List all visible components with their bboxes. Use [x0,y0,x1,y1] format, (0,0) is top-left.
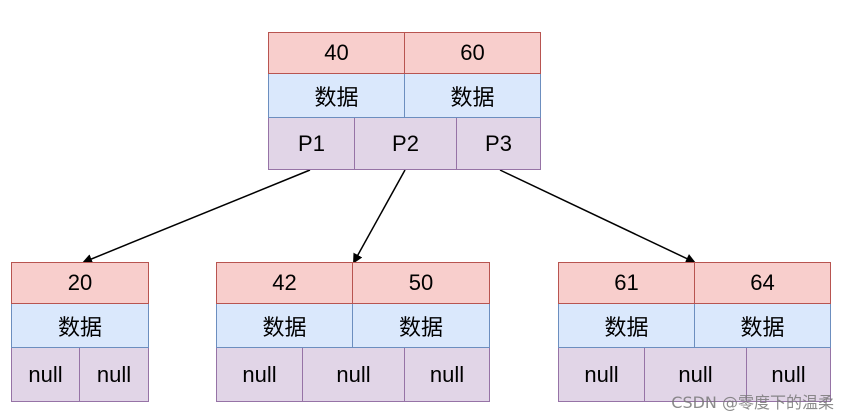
child-node-61-64: 61 64 数据 数据 null null null [558,262,831,402]
child1-key-1: 20 [11,262,149,304]
child2-key-1: 42 [216,262,353,304]
child3-pointer-3: null [747,348,831,402]
root-pointer-p1: P1 [268,118,355,170]
edge-p3-to-node-61-64 [499,169,696,264]
root-node: 40 60 数据 数据 P1 P2 P3 [268,32,541,170]
child3-pointer-1: null [558,348,645,402]
child3-key-1: 61 [558,262,695,304]
child-node-20: 20 数据 null null [11,262,149,402]
child3-data-2: 数据 [695,304,831,348]
child1-data-1: 数据 [11,304,149,348]
edge-p1-to-node-20 [82,169,311,264]
root-data-1: 数据 [268,74,405,118]
root-pointer-p3: P3 [457,118,541,170]
root-key-2: 60 [405,32,541,74]
watermark: CSDN @零度下的温柔 [671,393,834,412]
edge-p2-to-node-42-50 [353,169,406,264]
child1-pointer-2: null [80,348,149,402]
child2-data-1: 数据 [216,304,353,348]
child3-data-1: 数据 [558,304,695,348]
root-key-1: 40 [268,32,405,74]
child2-pointer-1: null [216,348,303,402]
child2-pointer-2: null [303,348,405,402]
child2-key-2: 50 [353,262,490,304]
child-node-42-50: 42 50 数据 数据 null null null [216,262,490,402]
root-data-2: 数据 [405,74,541,118]
root-pointer-p2: P2 [355,118,457,170]
child2-pointer-3: null [405,348,490,402]
child3-key-2: 64 [695,262,831,304]
child2-data-2: 数据 [353,304,490,348]
child1-pointer-1: null [11,348,80,402]
child3-pointer-2: null [645,348,747,402]
